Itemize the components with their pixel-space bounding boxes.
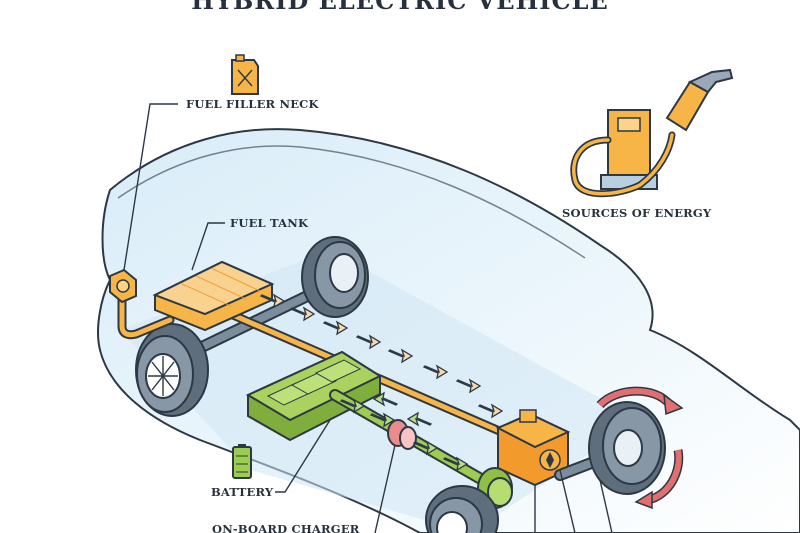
battery-icon xyxy=(232,444,252,479)
car-roof-line xyxy=(117,145,586,259)
rear-left-wheel xyxy=(135,323,209,417)
battery-pack xyxy=(245,350,383,442)
front-left-wheel xyxy=(425,485,499,533)
label-on-board-charger: ON-BOARD CHARGER xyxy=(212,522,360,533)
fuel-canister-icon xyxy=(231,54,259,95)
on-board-charger xyxy=(387,419,417,450)
combustion-engine xyxy=(495,409,571,487)
leader-lines xyxy=(123,103,613,533)
label-fuel-tank: FUEL TANK xyxy=(230,216,309,230)
front-right-wheel xyxy=(588,401,666,495)
diagram-title: HYBRID ELECTRIC VEHICLE xyxy=(191,0,609,15)
label-battery: BATTERY xyxy=(211,485,274,499)
label-sources-of-energy: SOURCES OF ENERGY xyxy=(562,206,712,220)
fuel-flow-arrows xyxy=(259,293,504,419)
fuel-pump-icon xyxy=(570,68,734,198)
rear-right-wheel xyxy=(301,236,369,318)
electric-flow-arrows xyxy=(339,391,469,472)
wheel-rotation-arrows xyxy=(596,386,684,510)
label-fuel-filler-neck: FUEL FILLER NECK xyxy=(186,97,319,111)
